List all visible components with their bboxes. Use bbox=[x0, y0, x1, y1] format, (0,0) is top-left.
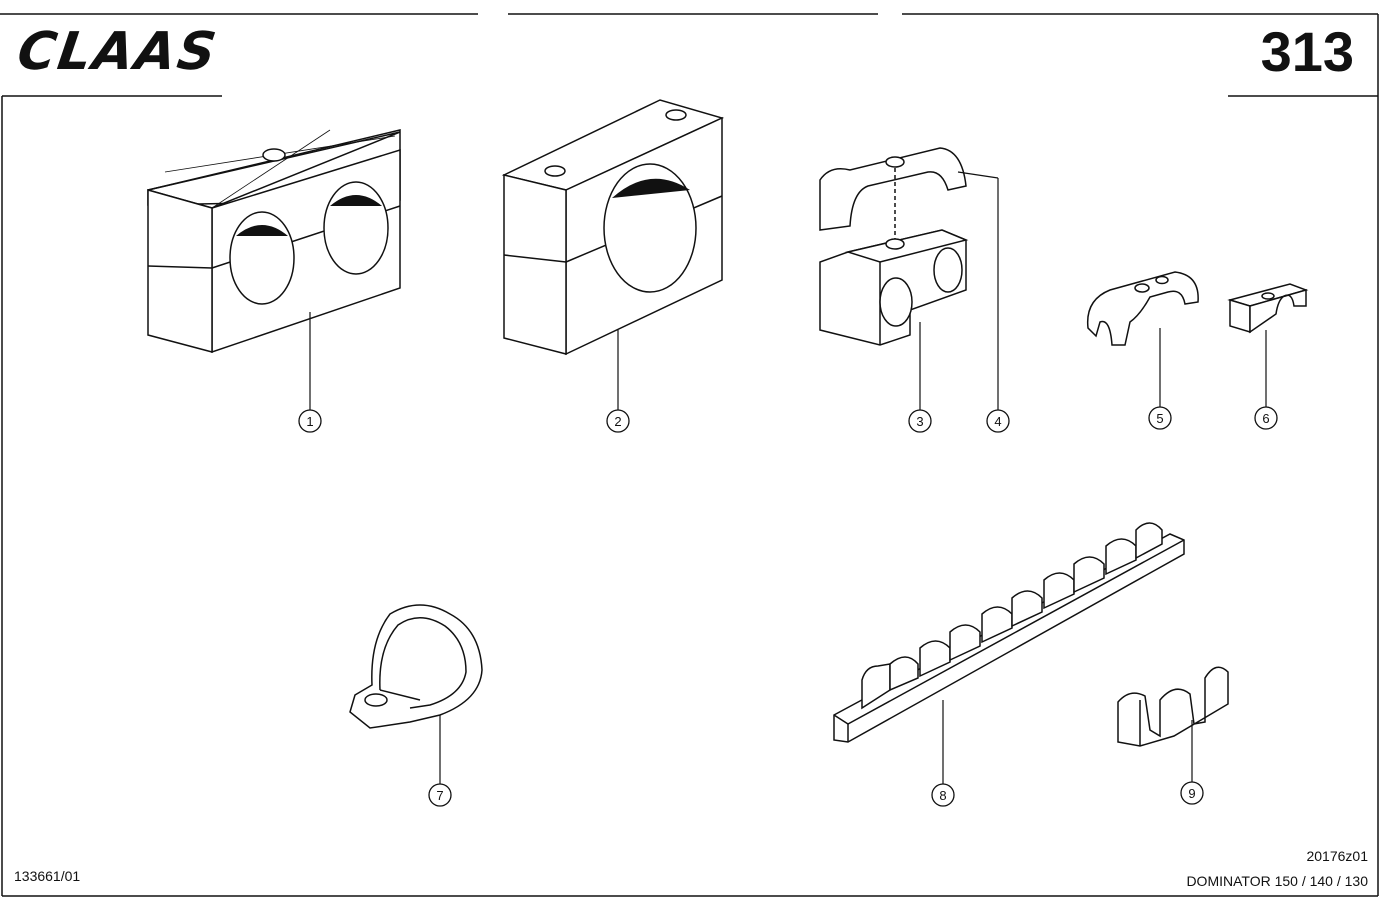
callout-4: 4 bbox=[986, 409, 1010, 433]
svg-text:4: 4 bbox=[994, 414, 1001, 429]
part-9-twin-block-clip bbox=[1117, 666, 1229, 747]
callout-1: 1 bbox=[298, 409, 322, 433]
leader-lines bbox=[309, 171, 1267, 784]
callout-8: 8 bbox=[931, 783, 955, 807]
callout-7: 7 bbox=[428, 783, 452, 807]
part-3-4-split-clamp bbox=[819, 147, 969, 346]
svg-text:3: 3 bbox=[916, 414, 923, 429]
callout-6: 6 bbox=[1254, 406, 1278, 430]
frame bbox=[0, 13, 1379, 897]
document-reference: 133661/01 bbox=[14, 868, 81, 884]
part-5-twin-clip bbox=[1086, 271, 1199, 346]
svg-text:6: 6 bbox=[1262, 411, 1269, 426]
part-2-single-clamp bbox=[501, 99, 725, 356]
callout-2: 2 bbox=[606, 409, 630, 433]
svg-text:2: 2 bbox=[614, 414, 621, 429]
svg-text:9: 9 bbox=[1188, 786, 1195, 801]
figure-reference: 20176z01 bbox=[1306, 848, 1368, 864]
callout-5: 5 bbox=[1148, 406, 1172, 430]
part-8-clip-strip bbox=[833, 522, 1185, 743]
part-6-single-clip bbox=[1227, 283, 1309, 334]
page-number: 313 bbox=[1260, 20, 1354, 83]
callout-3: 3 bbox=[908, 409, 932, 433]
svg-text:5: 5 bbox=[1156, 411, 1163, 426]
part-1-double-clamp bbox=[147, 129, 401, 354]
part-7-p-clip bbox=[349, 604, 483, 729]
callout-9: 9 bbox=[1180, 781, 1204, 805]
svg-text:8: 8 bbox=[939, 788, 946, 803]
brand-logo: CLAAS bbox=[13, 22, 222, 82]
svg-text:7: 7 bbox=[436, 788, 443, 803]
model-designation: DOMINATOR 150 / 140 / 130 bbox=[1186, 873, 1368, 889]
svg-text:1: 1 bbox=[306, 414, 313, 429]
